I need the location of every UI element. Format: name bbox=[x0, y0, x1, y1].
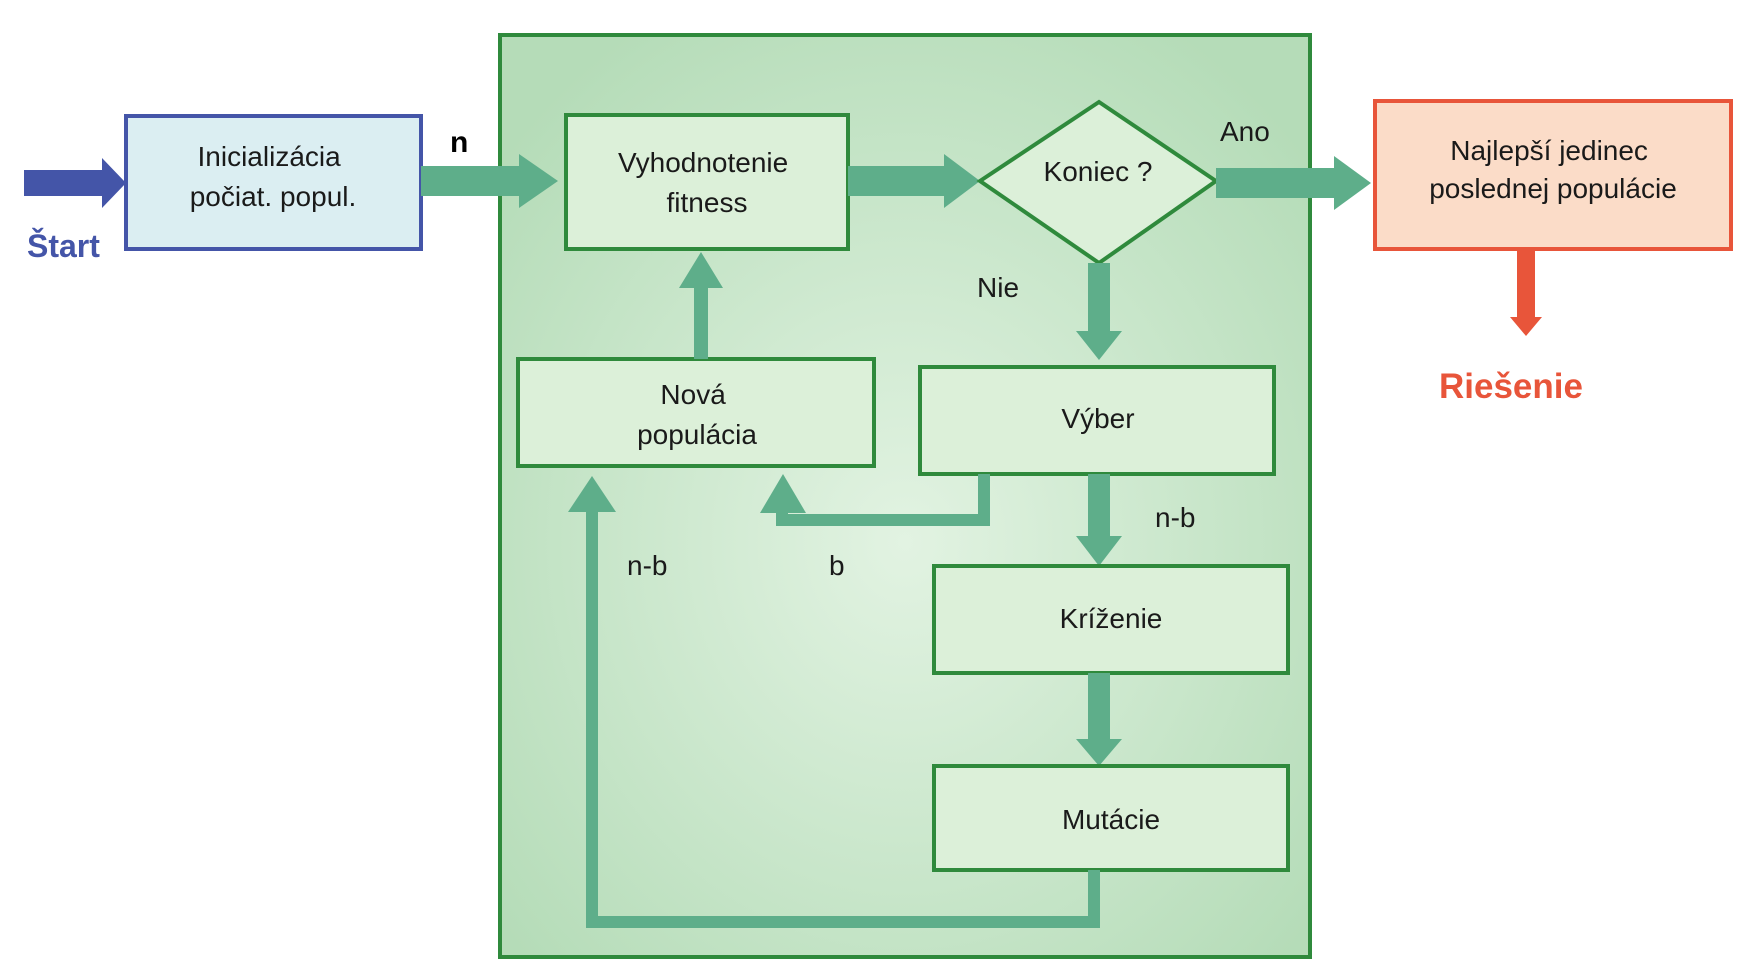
solution-label: Riešenie bbox=[1439, 367, 1583, 406]
eval-line2: fitness bbox=[667, 187, 748, 218]
new-population-line1: Nová bbox=[660, 379, 726, 410]
edge-label-b: b bbox=[829, 550, 845, 581]
crossover-label: Kríženie bbox=[1060, 603, 1163, 634]
best-box bbox=[1373, 99, 1733, 251]
new-population-label: Nová populácia bbox=[637, 379, 757, 450]
edge-label-n: n bbox=[450, 126, 468, 159]
best-line2: poslednej populácie bbox=[1429, 173, 1677, 204]
start-label: Štart bbox=[27, 228, 100, 264]
new-population-box bbox=[516, 357, 876, 468]
arrow-crossover-to-mutation bbox=[1076, 673, 1122, 766]
eval-box bbox=[564, 113, 850, 251]
edge-label-yes: Ano bbox=[1220, 116, 1270, 147]
arrow-selection-to-new-population bbox=[760, 474, 990, 526]
arrow-decision-to-best bbox=[1216, 156, 1371, 210]
best-box-label: Najlepší jedinec poslednej populácie bbox=[1429, 135, 1677, 204]
init-box bbox=[124, 114, 423, 251]
arrow-best-to-solution bbox=[1510, 249, 1542, 336]
new-population-line2: populácia bbox=[637, 419, 757, 450]
best-line1: Najlepší jedinec bbox=[1450, 135, 1648, 166]
edge-label-no: Nie bbox=[977, 272, 1019, 303]
start-arrow bbox=[24, 158, 126, 208]
edge-label-n-b-left: n-b bbox=[627, 550, 667, 581]
selection-box bbox=[918, 365, 1276, 476]
selection-label: Výber bbox=[1061, 403, 1134, 434]
init-line1: Inicializácia bbox=[198, 141, 342, 172]
eval-line1: Vyhodnotenie bbox=[618, 147, 788, 178]
arrow-selection-to-crossover bbox=[1076, 474, 1122, 566]
crossover-box bbox=[932, 564, 1290, 675]
eval-box-label: Vyhodnotenie fitness bbox=[618, 147, 796, 218]
arrow-init-to-eval bbox=[421, 154, 558, 208]
mutation-box bbox=[932, 764, 1290, 872]
edge-label-n-b-right: n-b bbox=[1155, 502, 1195, 533]
arrow-eval-to-decision bbox=[848, 154, 980, 208]
mutation-label: Mutácie bbox=[1062, 804, 1160, 835]
init-box-label: Inicializácia počiat. popul. bbox=[190, 141, 357, 212]
decision-label: Koniec ? bbox=[1044, 156, 1153, 187]
init-line2: počiat. popul. bbox=[190, 181, 357, 212]
arrow-mutation-to-new-population bbox=[568, 476, 1100, 928]
arrow-decision-to-selection bbox=[1076, 263, 1122, 360]
arrow-new-population-to-eval bbox=[679, 252, 723, 359]
